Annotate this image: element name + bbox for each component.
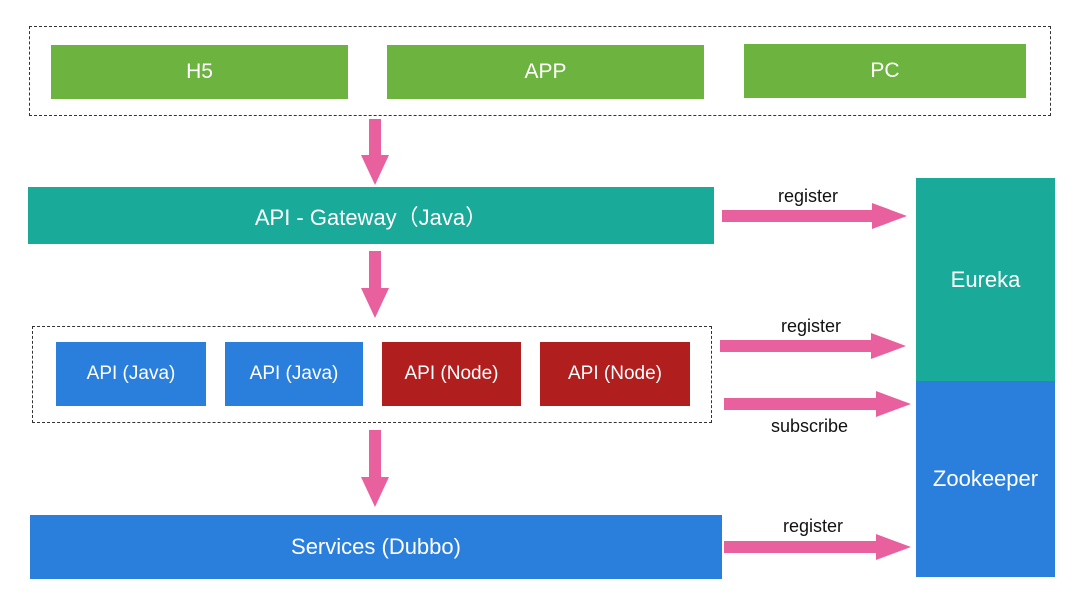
api-tier-group (32, 326, 712, 423)
eureka-box: Eureka (916, 178, 1055, 381)
arrow-api-subscribe (724, 391, 911, 417)
api-gateway-box: API - Gateway（Java） (28, 187, 714, 244)
arrow-services-register (724, 534, 911, 560)
api-subscribe-label: subscribe (771, 416, 849, 436)
arrow-gateway-register (722, 203, 907, 229)
services-dubbo-box: Services (Dubbo) (30, 515, 722, 579)
services-register-label: register (783, 516, 844, 536)
arrow-api-register (720, 333, 906, 359)
gateway-register-label: register (778, 186, 839, 206)
client-pc-box: PC (744, 44, 1026, 98)
arrow-clients-to-gateway (361, 119, 389, 185)
api-register-label: register (781, 316, 842, 336)
zookeeper-box: Zookeeper (916, 381, 1055, 577)
client-tier-group (29, 26, 1051, 116)
arrow-api-to-services (361, 430, 389, 507)
client-h5-box: H5 (51, 45, 348, 99)
client-app-box: APP (387, 45, 704, 99)
api-java-box-2: API (Java) (225, 342, 363, 406)
api-node-box-2: API (Node) (540, 342, 690, 406)
arrow-gateway-to-api (361, 251, 389, 318)
api-node-box-1: API (Node) (382, 342, 521, 406)
api-java-box-1: API (Java) (56, 342, 206, 406)
